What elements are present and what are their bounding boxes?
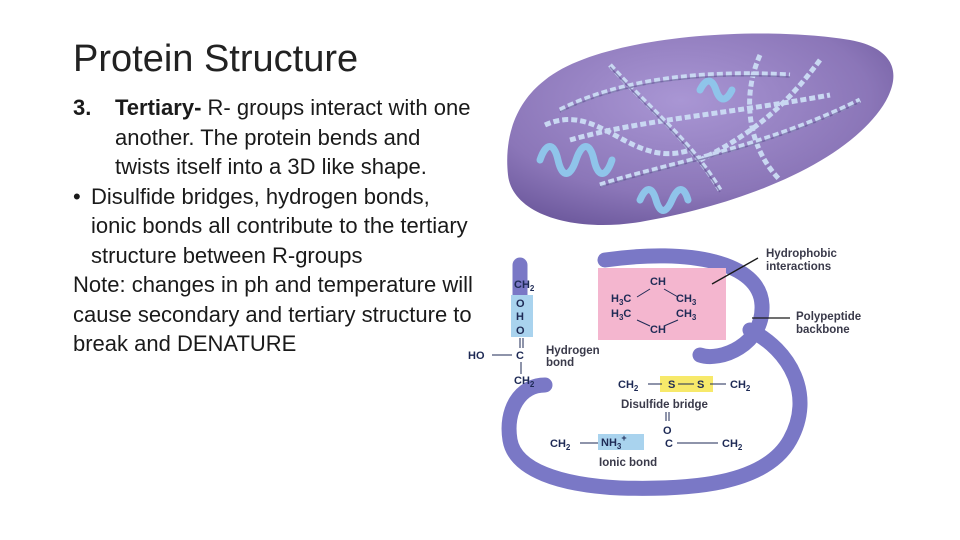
svg-text:H: H xyxy=(516,311,524,323)
svg-text:HO: HO xyxy=(468,350,485,362)
chem-h: H xyxy=(516,311,524,323)
ionic-bond-group: CH2 NH3+ O C CH2 xyxy=(550,412,743,452)
chem-ch2-bottom: CH xyxy=(514,375,530,387)
svg-text:CH2: CH2 xyxy=(730,379,751,393)
chem-ch2-ionic-right: CH xyxy=(722,438,738,450)
callout-backbone: Polypeptide xyxy=(796,311,861,323)
svg-text:CH2: CH2 xyxy=(550,438,571,452)
svg-text:CH2: CH2 xyxy=(514,375,535,389)
svg-text:S: S xyxy=(697,379,704,391)
svg-text:Ionic bond: Ionic bond xyxy=(599,457,657,469)
numbered-point: 3. Tertiary- R- groups interact with one … xyxy=(73,93,473,182)
callout-disulfide: Disulfide bridge xyxy=(621,399,708,411)
hydrogen-bond-group: CH2 O H O C HO CH2 xyxy=(468,279,535,389)
hydrophobic-group: CH H3C CH3 H3C CH3 CH xyxy=(598,268,726,340)
chem-s-2: S xyxy=(697,379,704,391)
callout-ionic: Ionic bond xyxy=(599,457,657,469)
chem-c-ionic: C xyxy=(665,438,673,450)
chem-ho: HO xyxy=(468,350,485,362)
svg-text:O: O xyxy=(516,298,525,310)
svg-text:O: O xyxy=(663,425,672,437)
svg-text:CH2: CH2 xyxy=(722,438,743,452)
point-text: R- groups interact with one another. The… xyxy=(115,95,471,179)
point-number: 3. xyxy=(73,95,92,120)
chem-ch-bottom: CH xyxy=(650,324,666,336)
callout-hydrogen-bond: Hydrogen xyxy=(546,345,600,357)
svg-text:CH2: CH2 xyxy=(514,279,535,293)
svg-text:CH3: CH3 xyxy=(676,308,697,322)
chem-o-ionic: O xyxy=(663,425,672,437)
chem-h3c-2: H xyxy=(611,308,619,320)
chem-ch2-ionic-left: CH xyxy=(550,438,566,450)
chem-ch3-1: CH xyxy=(676,293,692,305)
chem-ch3-2: CH xyxy=(676,308,692,320)
chem-c: C xyxy=(516,350,524,362)
svg-text:CH2: CH2 xyxy=(618,379,639,393)
chem-s-1: S xyxy=(668,379,675,391)
slide-title: Protein Structure xyxy=(73,38,359,80)
svg-text:O: O xyxy=(516,325,525,337)
disulfide-bridge-group: CH2 S S CH2 xyxy=(618,376,751,393)
chem-nh3: NH xyxy=(601,437,617,449)
chem-ch2-left: CH xyxy=(618,379,634,391)
svg-text:NH3+: NH3+ xyxy=(601,433,627,451)
svg-text:Disulfide bridge: Disulfide bridge xyxy=(621,399,708,411)
svg-text:C: C xyxy=(665,438,673,450)
svg-text:C: C xyxy=(516,350,524,362)
note-text: Note: changes in ph and temperature will… xyxy=(73,272,473,356)
svg-text:S: S xyxy=(668,379,675,391)
chem-o-2: O xyxy=(516,325,525,337)
callout-hydrophobic: Hydrophobic xyxy=(766,248,838,260)
svg-text:H3C: H3C xyxy=(611,308,631,322)
chem-ch2-top: CH xyxy=(514,279,530,291)
bullet-icon: • xyxy=(73,183,81,209)
chem-ch2-right: CH xyxy=(730,379,746,391)
svg-text:H3C: H3C xyxy=(611,293,631,307)
svg-text:CH: CH xyxy=(650,324,666,336)
point-heading: Tertiary- xyxy=(115,95,202,120)
svg-text:CH3: CH3 xyxy=(676,293,697,307)
chem-h3c-1: H xyxy=(611,293,619,305)
chem-ch-top: CH xyxy=(650,276,666,288)
svg-text:CH: CH xyxy=(650,276,666,288)
bullet-text: Disulfide bridges, hydrogen bonds, ionic… xyxy=(91,183,468,268)
bullet-point: • Disulfide bridges, hydrogen bonds, ioni… xyxy=(73,182,473,271)
polypeptide-backbone-ribbon xyxy=(501,248,808,496)
slide-body: 3. Tertiary- R- groups interact with one … xyxy=(73,93,473,359)
protein-3d-model xyxy=(507,33,894,226)
chem-o-1: O xyxy=(516,298,525,310)
callout-lines xyxy=(711,257,790,319)
